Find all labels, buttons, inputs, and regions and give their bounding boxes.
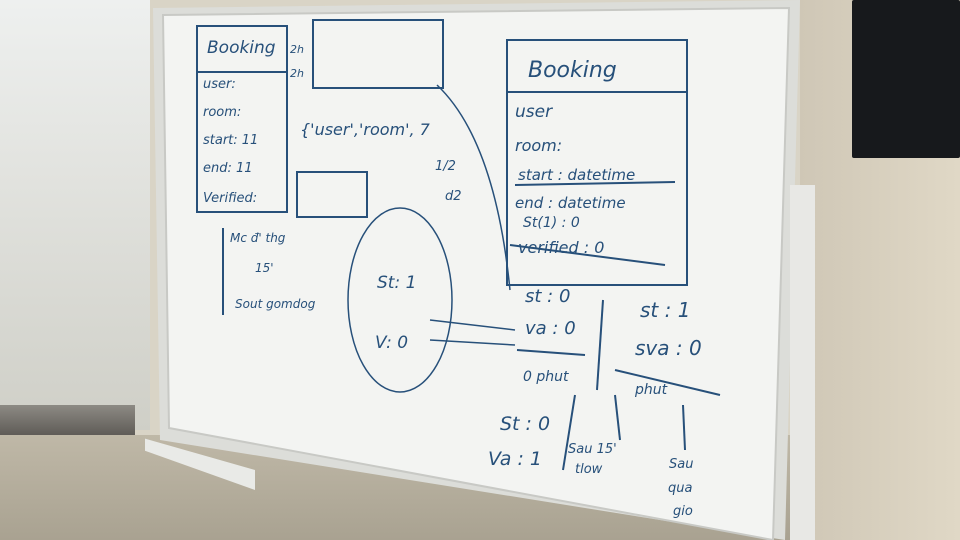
- left-card-field: start: 11: [203, 133, 259, 148]
- right-card-field: verified : 0: [518, 238, 605, 257]
- whiteboard: Booking user: room: start: 11 end: 11 Ve…: [145, 0, 815, 540]
- left-card-field: Verified:: [203, 191, 258, 206]
- state-right-bottom-note: qua: [668, 481, 693, 496]
- right-card-field: start : datetime: [518, 166, 636, 184]
- circle-state-v: V: 0: [375, 333, 409, 353]
- left-card-note: 2h: [290, 67, 304, 80]
- state-right-bottom-note: Sau: [669, 457, 694, 472]
- right-card-field: end : datetime: [515, 194, 626, 212]
- left-card-field: user:: [203, 77, 236, 92]
- left-card-title: Booking: [207, 38, 276, 58]
- right-card-field: user: [515, 102, 553, 122]
- state-right-note: phut: [635, 382, 668, 398]
- state-right-bottom-note: gio: [673, 504, 693, 519]
- left-card-note: 2h: [290, 43, 304, 56]
- state-bottom-va: Va : 1: [488, 448, 542, 470]
- right-card-title: Booking: [528, 58, 617, 83]
- side-note-line: Mc đ' thg: [230, 231, 286, 245]
- state-bottom-note: tlow: [575, 462, 603, 477]
- left-card-field: end: 11: [203, 161, 253, 176]
- tuple-text: {'user','room', 7: [300, 120, 430, 139]
- state-left-note: 0 phut: [523, 369, 569, 385]
- circle-state-st: St: 1: [377, 273, 417, 293]
- fraction-top: 1/2: [435, 159, 456, 174]
- right-card-field: St(1) : 0: [523, 215, 580, 231]
- state-bottom-st: St : 0: [500, 413, 551, 435]
- window-background: [0, 0, 150, 430]
- window-sill: [0, 405, 135, 435]
- state-left-va: va : 0: [525, 318, 576, 339]
- state-right-st: st : 1: [640, 298, 691, 322]
- right-card-field: room:: [515, 136, 563, 155]
- side-note-line: Sout gomdog: [235, 297, 316, 311]
- whiteboard-graphics: [145, 0, 815, 540]
- left-card-field: room:: [203, 105, 242, 120]
- state-left-st: st : 0: [525, 286, 571, 307]
- fraction-bottom: d2: [445, 189, 462, 204]
- state-right-sva: sva : 0: [635, 336, 702, 360]
- state-bottom-note: Sau 15': [568, 442, 617, 457]
- tv-screen: [852, 0, 960, 158]
- side-note-line: 15': [255, 261, 274, 275]
